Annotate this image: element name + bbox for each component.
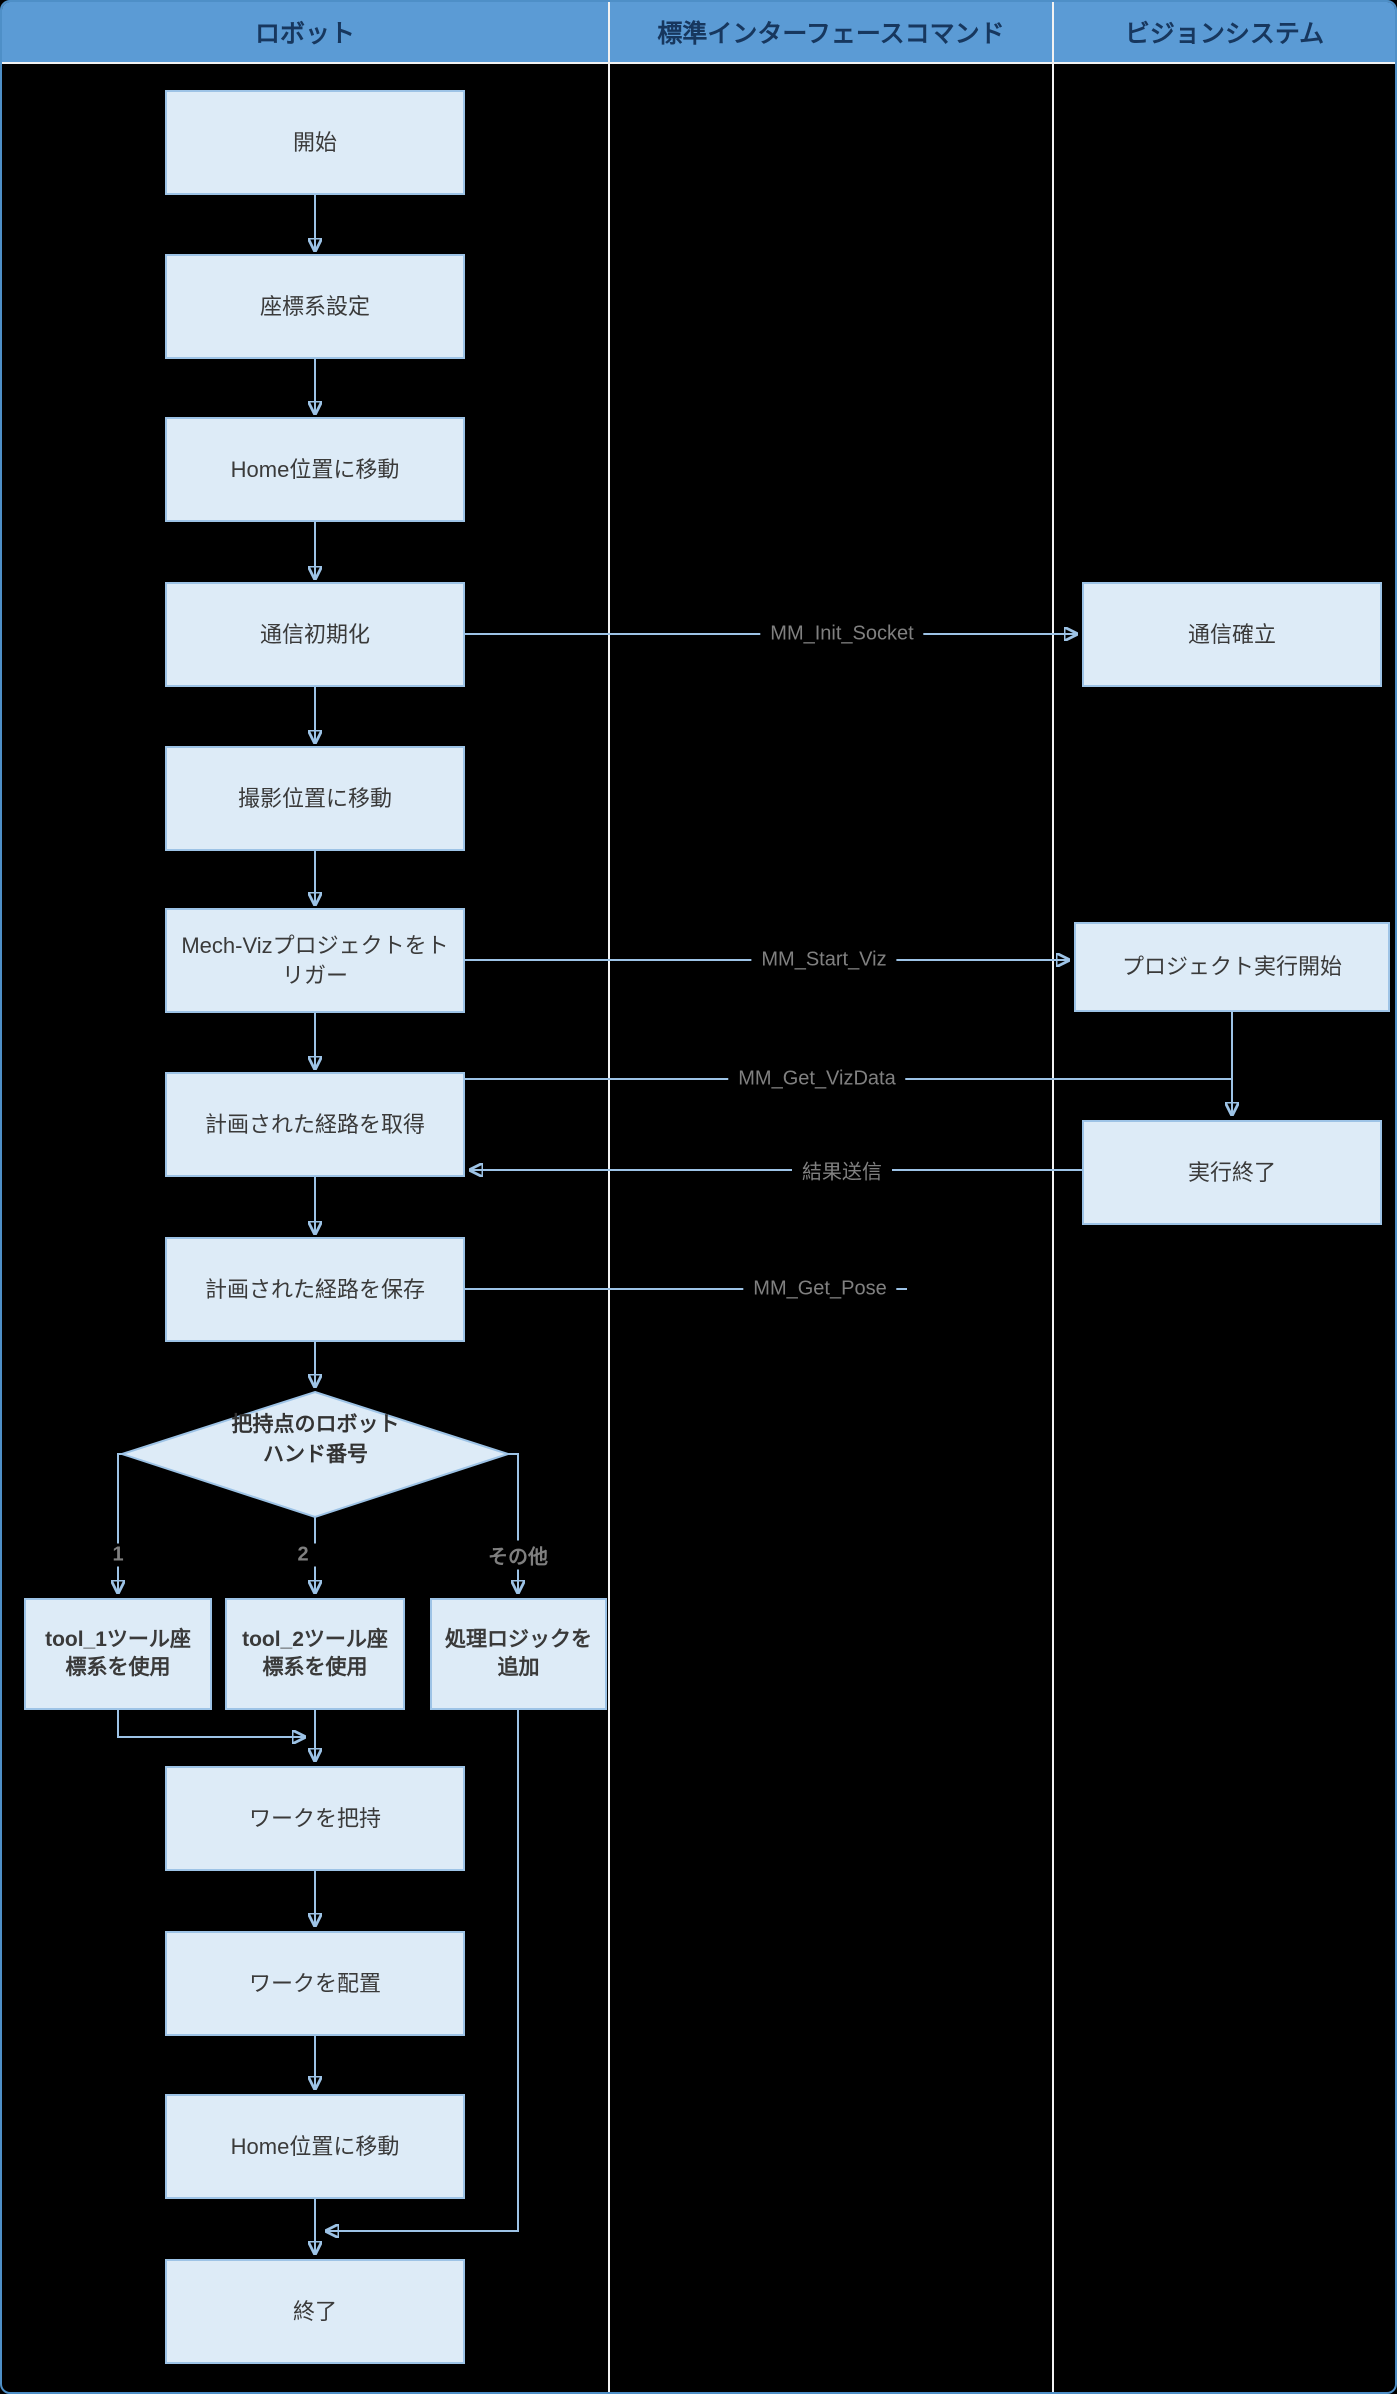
lane-divider-1 xyxy=(608,64,610,2392)
node-start: 開始 xyxy=(165,90,465,195)
node-end: 終了 xyxy=(165,2259,465,2364)
node-other-logic: 処理ロジックを追加 xyxy=(430,1598,607,1710)
node-tool1-frame: tool_1ツール座標系を使用 xyxy=(24,1598,212,1710)
lane-divider-2 xyxy=(1052,64,1054,2392)
lane-header-robot: ロボット xyxy=(2,2,610,64)
node-set-coordinate: 座標系設定 xyxy=(165,254,465,359)
node-trigger-mechviz: Mech-Vizプロジェクトをトリガー xyxy=(165,908,465,1013)
node-save-planned-path: 計画された経路を保存 xyxy=(165,1237,465,1342)
decision-label: 把持点のロボットハンド番号 xyxy=(231,1413,400,1467)
node-comm-established: 通信確立 xyxy=(1082,582,1382,687)
branch-label-2: 2 xyxy=(289,1543,317,1567)
lane-header: ロボット 標準インターフェースコマンド ビジョンシステム xyxy=(2,2,1395,64)
node-tool2-frame: tool_2ツール座標系を使用 xyxy=(225,1598,405,1710)
branch-label-other: その他 xyxy=(480,1540,556,1570)
lane-header-interface-commands: 標準インターフェースコマンド xyxy=(610,2,1054,64)
node-move-capture: 撮影位置に移動 xyxy=(165,746,465,851)
edge-label-mm-get-pose: MM_Get_Pose xyxy=(743,1277,897,1301)
node-grasp-workpiece: ワークを把持 xyxy=(165,1766,465,1871)
edge-label-send-result: 結果送信 xyxy=(792,1155,892,1185)
node-project-start: プロジェクト実行開始 xyxy=(1074,922,1390,1012)
edge-label-mm-get-vizdata: MM_Get_VizData xyxy=(728,1067,906,1091)
edge-label-mm-start-viz: MM_Start_Viz xyxy=(751,948,897,972)
lane-header-vision-system: ビジョンシステム xyxy=(1054,2,1395,64)
edge-label-mm-init-socket: MM_Init_Socket xyxy=(760,622,924,646)
node-move-home-1: Home位置に移動 xyxy=(165,417,465,522)
node-place-workpiece: ワークを配置 xyxy=(165,1931,465,2036)
node-get-planned-path: 計画された経路を取得 xyxy=(165,1072,465,1177)
branch-label-1: 1 xyxy=(104,1543,132,1567)
node-execution-end: 実行終了 xyxy=(1082,1120,1382,1225)
node-init-comm: 通信初期化 xyxy=(165,582,465,687)
node-move-home-2: Home位置に移動 xyxy=(165,2094,465,2199)
